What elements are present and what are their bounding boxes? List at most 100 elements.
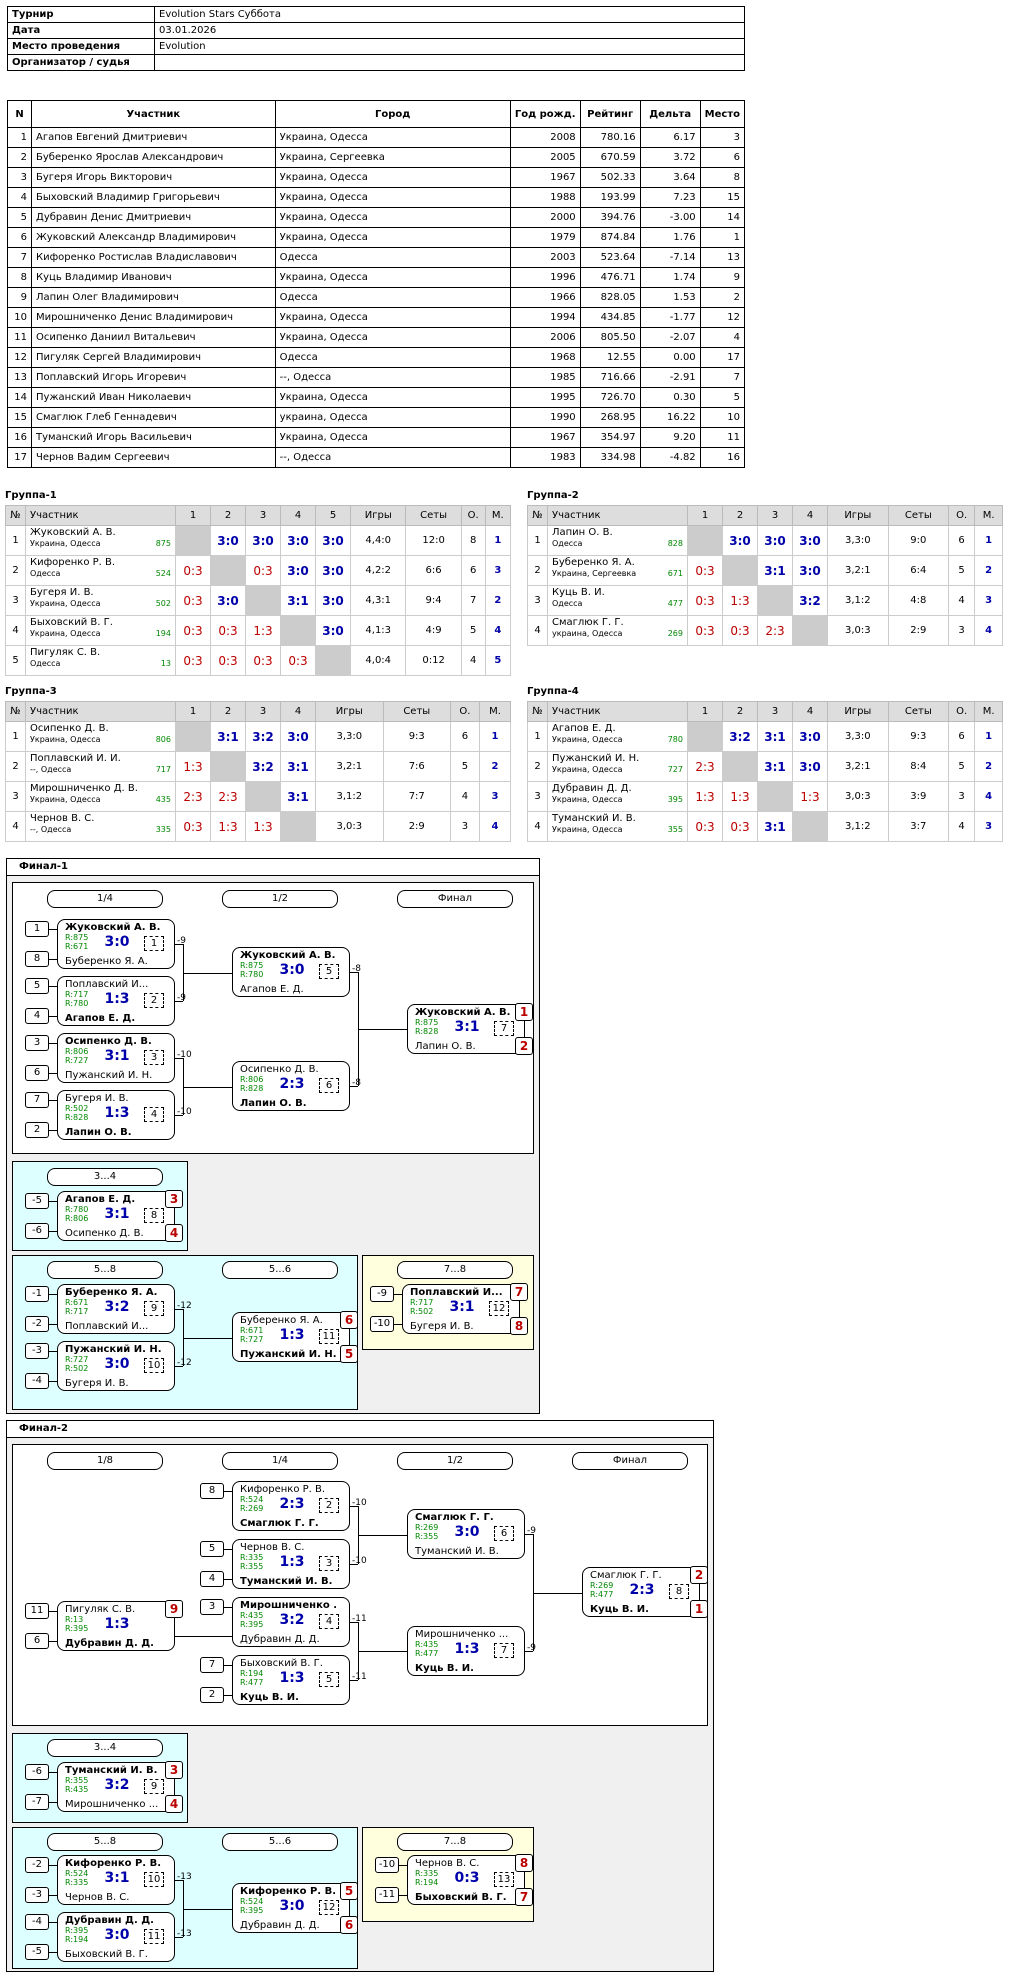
- table-cell: Украина, Одесса: [274, 127, 511, 148]
- player-1-rating: R:435: [415, 1640, 439, 1649]
- result-cell: 3:1: [280, 781, 316, 812]
- player-2-rating: R:828: [415, 1027, 439, 1036]
- bracket-line: [49, 986, 57, 987]
- column-header: 2: [210, 505, 246, 526]
- seed-number: -3: [25, 1343, 49, 1359]
- seed-number: 7: [200, 1657, 224, 1673]
- row-number: 4: [5, 615, 26, 646]
- bracket-line: [533, 1534, 534, 1651]
- loser-destination: -13: [177, 1929, 192, 1939]
- bracket-line: [49, 1351, 57, 1352]
- table-cell: 394.76: [579, 207, 641, 228]
- seed-number: 4: [25, 1008, 49, 1024]
- table-cell: Украина, Одесса: [274, 167, 511, 188]
- player-2-name: Куць В. И.: [590, 1604, 649, 1615]
- info-key: Дата: [7, 22, 155, 39]
- row-number: 1: [5, 721, 26, 752]
- match-score: 2:3: [279, 1496, 305, 1512]
- stat-games: 4,2:2: [349, 555, 407, 586]
- row-number: 2: [5, 751, 26, 782]
- player-1-name: Агапов Е. Д.: [65, 1194, 136, 1205]
- column-header: Город: [274, 100, 511, 128]
- place-badge: 8: [515, 1854, 533, 1872]
- seed-number: 5: [200, 1541, 224, 1557]
- table-cell: 5: [7, 207, 32, 228]
- seed-number: -5: [25, 1944, 49, 1960]
- table-cell: Туманский Игорь Васильевич: [31, 427, 276, 448]
- result-cell: [245, 781, 281, 812]
- player-1-rating: R:335: [240, 1553, 264, 1562]
- table-cell: 193.99: [579, 187, 641, 208]
- result-cell: [210, 555, 246, 586]
- result-score: 0:3: [695, 563, 715, 578]
- seed-number: 6: [25, 1065, 49, 1081]
- stat-sets: 9:3: [382, 721, 451, 752]
- table-cell: 7.23: [639, 187, 701, 208]
- player-1-name: Поплавский И...: [410, 1287, 503, 1298]
- player-2-name: Быховский В. Г.: [65, 1949, 148, 1960]
- match-number: 7: [494, 1021, 514, 1036]
- stat-sets: 2:9: [382, 811, 451, 842]
- table-cell: 6: [699, 147, 746, 168]
- result-cell: 0:3: [722, 615, 758, 646]
- result-score: 3:0: [799, 729, 821, 744]
- player-2-name: Лапин О. В.: [415, 1041, 476, 1052]
- player-2-rating: R:780: [240, 970, 264, 979]
- player-1-rating: R:806: [65, 1047, 89, 1056]
- match-number: 13: [494, 1872, 514, 1887]
- table-cell: Агапов Евгений Дмитриевич: [31, 127, 276, 148]
- player-2-rating: R:671: [65, 942, 89, 951]
- player-2-rating: R:269: [240, 1504, 264, 1513]
- table-cell: 5: [699, 387, 746, 408]
- result-cell: 0:3: [175, 811, 211, 842]
- result-score: 3:2: [799, 593, 821, 608]
- result-score: 3:1: [287, 759, 309, 774]
- place-badge: 7: [510, 1283, 528, 1301]
- stat-pts: 6: [460, 555, 486, 586]
- player-2-rating: R:355: [240, 1562, 264, 1571]
- seed-number: 3: [25, 1035, 49, 1051]
- player-rating: 524: [155, 569, 171, 578]
- result-cell: 3:2: [722, 721, 758, 752]
- player-1-rating: R:524: [65, 1869, 89, 1878]
- bracket-line: [175, 944, 183, 945]
- seed-number: -10: [375, 1857, 399, 1873]
- result-cell: 0:3: [210, 615, 246, 646]
- result-score: 0:3: [183, 653, 203, 668]
- result-cell: 1:3: [245, 811, 281, 842]
- row-number: 3: [5, 585, 26, 616]
- seed-number: 6: [25, 1633, 49, 1649]
- seed-number: -4: [25, 1373, 49, 1389]
- place-badge: 7: [515, 1888, 533, 1906]
- player-1-rating: R:524: [240, 1495, 264, 1504]
- result-cell: 3:0: [245, 525, 281, 556]
- column-header: №: [527, 505, 548, 526]
- table-cell: -2.91: [639, 367, 701, 388]
- bracket-line: [49, 1201, 57, 1202]
- result-cell: 3:0: [280, 721, 316, 752]
- player-1-rating: R:671: [65, 1298, 89, 1307]
- column-header: Игры: [315, 701, 384, 722]
- player-name: Кифоренко Р. В.: [30, 557, 116, 568]
- row-number: 1: [527, 525, 548, 556]
- stat-place: 4: [974, 781, 1003, 812]
- stat-pts: 5: [449, 751, 481, 782]
- player-2-rating: R:395: [65, 1624, 89, 1633]
- result-score: 3:0: [322, 563, 344, 578]
- place-badge: 1: [515, 1003, 533, 1021]
